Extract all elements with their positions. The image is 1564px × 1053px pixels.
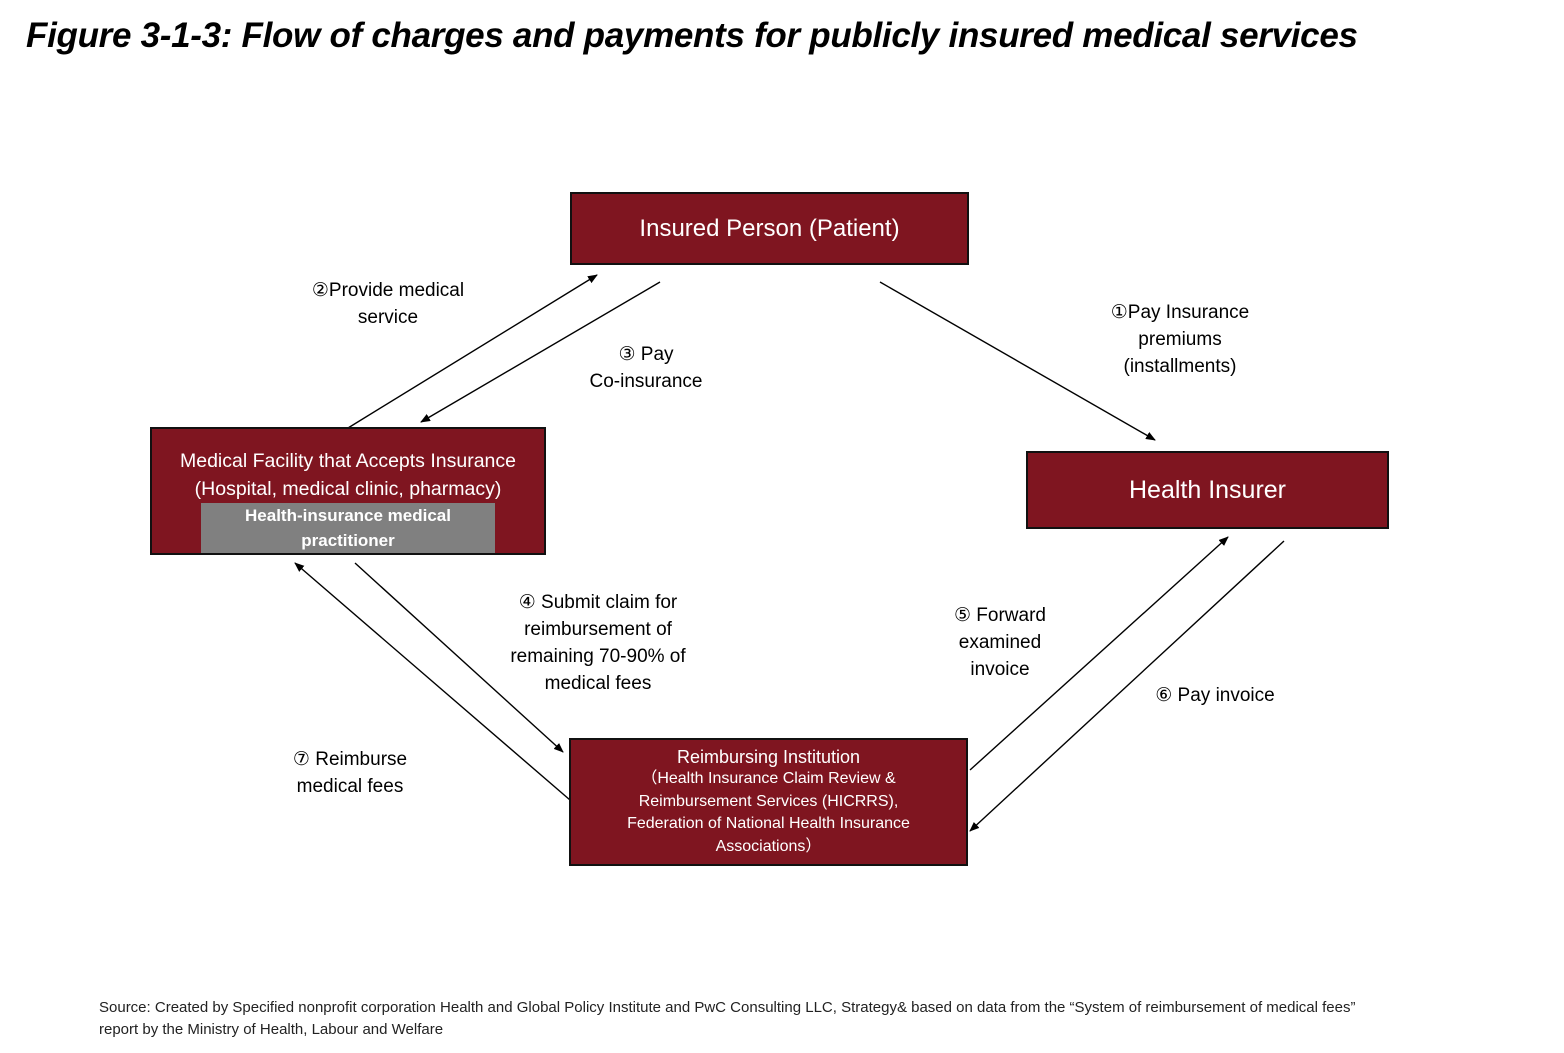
label-line: ⑦ Reimburse — [292, 749, 408, 770]
step-6-label: ⑥ Pay invoice — [1130, 682, 1300, 709]
arrow-pay-coinsurance — [420, 281, 661, 423]
node-sub-practitioner: Health-insurance medical practitioner — [201, 503, 495, 553]
node-label: Associations） — [715, 837, 822, 855]
node-label: Federation of National Health Insurance — [627, 815, 910, 833]
step-5-label: ⑤ Forward examined invoice — [920, 602, 1080, 683]
label-line: ③ Pay — [618, 344, 674, 365]
node-medical-facility: Medical Facility that Accepts Insurance … — [150, 427, 546, 555]
arrow-submit-claim — [354, 562, 564, 753]
label-line: (installments) — [1123, 356, 1237, 377]
step-4-label: ④ Submit claim for reimbursement of rema… — [478, 589, 718, 697]
node-label: Medical Facility that Accepts Insurance — [180, 450, 516, 472]
arrow-forward-invoice — [969, 536, 1229, 771]
label-line: examined — [958, 632, 1042, 653]
label-line: ⑥ Pay invoice — [1155, 685, 1275, 706]
label-line: invoice — [970, 659, 1030, 680]
label-line: reimbursement of — [524, 619, 672, 640]
label-line: remaining 70-90% of — [510, 646, 686, 667]
node-label: Health Insurer — [1128, 475, 1287, 504]
node-health-insurer: Health Insurer — [1026, 451, 1389, 529]
source-line: Source: Created by Specified nonprofit c… — [99, 999, 1356, 1016]
label-line: service — [357, 307, 419, 328]
source-note: Source: Created by Specified nonprofit c… — [99, 997, 1355, 1041]
node-label: Insured Person (Patient) — [639, 214, 900, 242]
node-label: Reimbursing Institution — [676, 746, 861, 767]
node-insured-person: Insured Person (Patient) — [570, 192, 969, 265]
step-2-label: ②Provide medical service — [288, 277, 488, 331]
label-line: premiums — [1138, 329, 1222, 350]
node-label: (Hospital, medical clinic, pharmacy) — [194, 478, 502, 500]
arrow-reimburse — [294, 562, 571, 801]
source-line: report by the Ministry of Health, Labour… — [99, 1021, 444, 1038]
label-line: medical fees — [296, 776, 404, 797]
step-1-label: ①Pay Insurance premiums (installments) — [1080, 299, 1280, 380]
node-label: Reimbursement Services (HICRRS), — [638, 792, 899, 810]
label-line: ⑤ Forward — [954, 605, 1046, 626]
label-line: medical fees — [544, 673, 652, 694]
label-line: Co-insurance — [589, 371, 703, 392]
arrow-pay-premiums — [879, 281, 1156, 441]
arrow-provide-service — [347, 274, 598, 429]
node-label: （Health Insurance Claim Review & — [641, 770, 896, 788]
step-7-label: ⑦ Reimburse medical fees — [260, 746, 440, 800]
label-line: ④ Submit claim for — [518, 592, 678, 613]
node-reimbursing-institution: Reimbursing Institution （Health Insuranc… — [569, 738, 968, 866]
label-line: ①Pay Insurance — [1110, 302, 1250, 323]
figure-title: Figure 3-1-3: Flow of charges and paymen… — [26, 16, 1358, 55]
label-line: ②Provide medical — [311, 280, 465, 301]
step-3-label: ③ Pay Co-insurance — [546, 341, 746, 395]
arrow-pay-invoice — [969, 540, 1285, 832]
